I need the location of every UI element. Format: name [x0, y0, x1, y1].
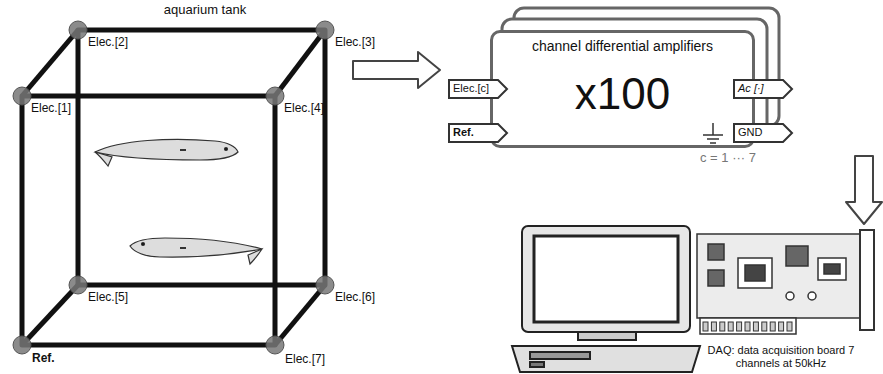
tank-title: aquarium tank	[164, 3, 246, 18]
tank-region: aquarium tank	[10, 0, 345, 358]
port-label: Ref.	[453, 126, 474, 139]
daq-board	[697, 230, 874, 334]
ground-symbol	[701, 123, 725, 149]
electrode-label: Elec.[6]	[335, 291, 375, 305]
amplifier-title: channel differential amplifiers	[493, 38, 752, 54]
electrode-label: Elec.[1]	[31, 102, 71, 116]
channel-range: c = 1 ··· 7	[700, 151, 756, 166]
amplifier-box: channel differential amplifiersx100Elec.…	[490, 30, 755, 148]
port-label: Elec.[c]	[453, 82, 489, 95]
input-port: Elec.[c]	[448, 79, 508, 99]
board-caption: DAQ: data acquisition board 7 channels a…	[705, 344, 857, 369]
daq-region: DAQ: data acquisition board 7 channels a…	[680, 228, 880, 372]
port-label: Ac [·]	[738, 82, 764, 95]
board-pins	[703, 322, 792, 331]
output-port: Ac [·]	[733, 79, 793, 99]
flow-arrow	[846, 156, 882, 224]
electrode-label: Elec.[2]	[88, 36, 128, 50]
reference-label: Ref.	[32, 352, 55, 366]
fish	[95, 139, 262, 264]
electrode-label: Elec.[7]	[285, 353, 325, 367]
output-port: GND	[733, 123, 793, 143]
computer	[512, 226, 700, 372]
input-port: Ref.	[448, 123, 508, 143]
electrode-label: Elec.[3]	[335, 36, 375, 50]
electrode-dots	[13, 21, 334, 354]
gain-label: x100	[493, 69, 752, 120]
flow-arrow	[353, 52, 440, 88]
electrode-label: Elec.[5]	[88, 291, 128, 305]
electrode-label: Elec.[4]	[284, 102, 324, 116]
tank-frame	[22, 30, 325, 345]
port-label: GND	[738, 126, 762, 139]
